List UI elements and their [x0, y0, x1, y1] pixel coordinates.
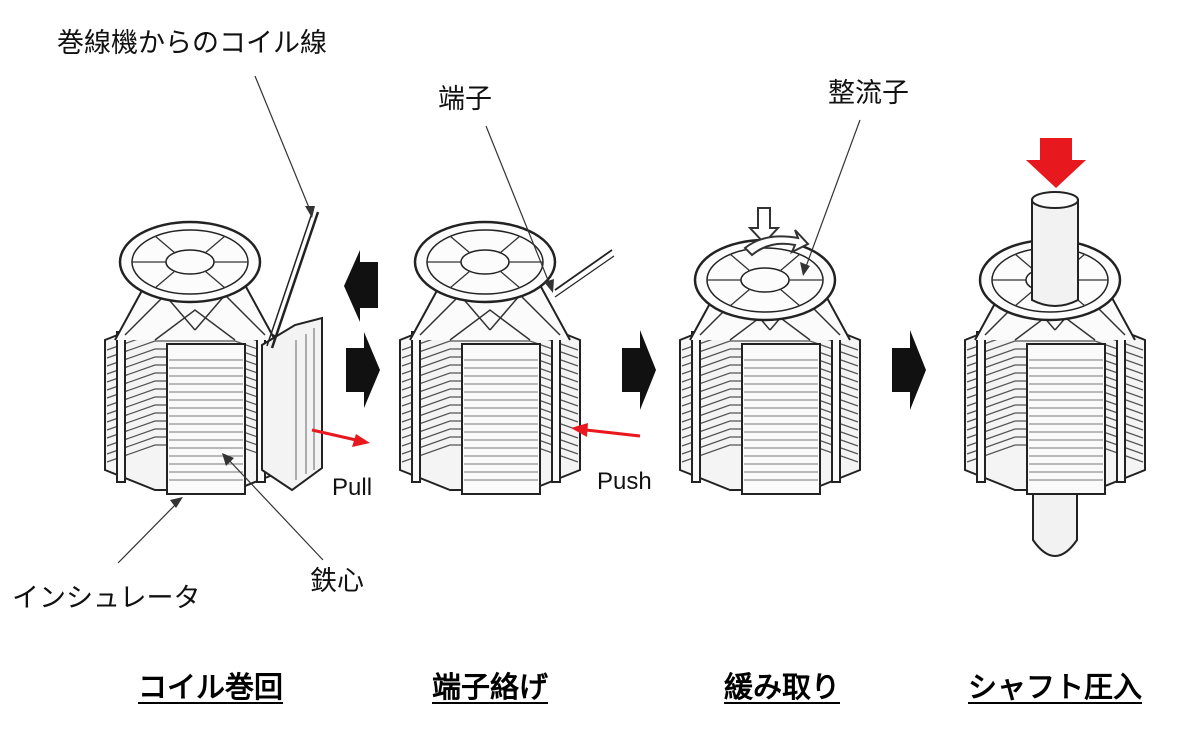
step-label-slack-removal: 緩み取り — [724, 670, 841, 704]
callout-iron-core: 鉄心 — [310, 566, 364, 597]
shaft — [1031, 199, 1079, 307]
pull-label: Pull — [332, 474, 373, 501]
leader-lines — [117, 75, 861, 564]
callout-insulator: インシュレータ — [12, 583, 201, 614]
push-label: Push — [597, 468, 652, 495]
flow-arrow-right-icon — [892, 330, 926, 410]
rotation-arrow-icon — [743, 207, 810, 257]
callout-terminal: 端子 — [438, 84, 492, 115]
push-arrow-icon — [571, 423, 641, 438]
flow-arrows — [344, 250, 926, 410]
press-arrow-icon — [1026, 138, 1086, 188]
coil-wire — [270, 211, 320, 349]
flow-arrow-right-icon — [346, 332, 380, 408]
armature-terminal-binding — [399, 220, 615, 495]
callout-coil-wire: 巻線機からのコイル線 — [57, 28, 327, 59]
armature-shaft-press — [964, 138, 1146, 557]
flow-arrow-right-icon — [622, 330, 656, 410]
step-label-coil-winding: コイル巻回 — [138, 670, 284, 704]
callout-commutator: 整流子 — [828, 78, 909, 109]
flow-arrow-left-icon — [344, 250, 378, 322]
pull-arrow-icon — [311, 428, 370, 447]
armature-slack-removal — [679, 207, 861, 495]
step-label-shaft-press: シャフト圧入 — [968, 670, 1143, 704]
step-label-terminal-binding: 端子絡げ — [432, 670, 549, 704]
armature-winding — [104, 209, 323, 495]
